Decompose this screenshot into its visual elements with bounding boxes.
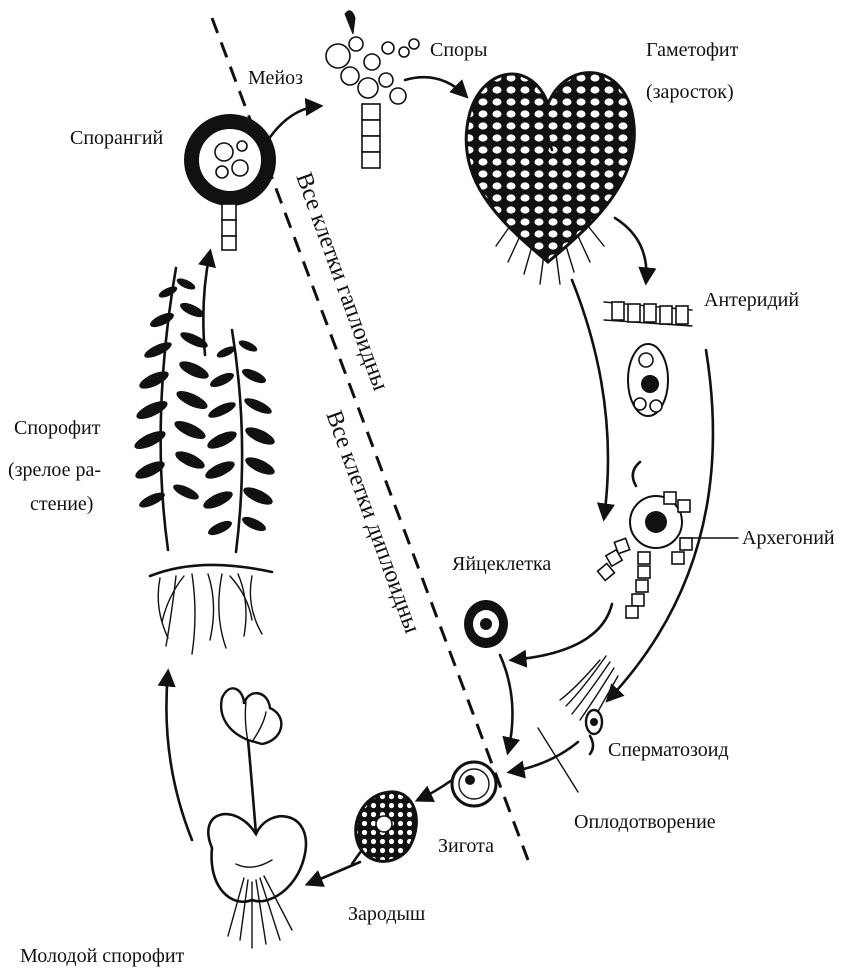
labels: Мейоз Споры Гаметофит (заросток) Споранг… — [8, 39, 835, 967]
label-sporangium: Спорангий — [70, 127, 164, 149]
egg-cell-illustration — [464, 600, 508, 648]
label-meiosis: Мейоз — [248, 67, 303, 89]
label-gametophyte-line1: Гаметофит — [646, 39, 739, 61]
arrow-young-to-mature-sporophyte — [166, 672, 192, 840]
label-young-sporophyte: Молодой спорофит — [20, 945, 185, 967]
label-sporophyte-line3: стение) — [30, 493, 93, 515]
gametophyte-illustration — [466, 73, 634, 284]
arrow-sperm-to-zygote — [510, 742, 578, 772]
arrow-gametophyte-to-antheridium — [615, 218, 646, 282]
arrow-spores-to-gametophyte — [405, 77, 466, 96]
label-sporophyte-line1: Спорофит — [14, 417, 101, 439]
arrow-zygote-to-embryo — [418, 780, 452, 800]
arrow-sporophyte-to-sporangium — [203, 252, 210, 355]
arrow-archegonium-to-egg — [512, 604, 612, 660]
label-sporophyte-line2: (зрелое ра- — [8, 459, 101, 481]
fertilization-pointer — [538, 728, 578, 792]
arrow-egg-to-zygote — [500, 655, 513, 752]
label-egg: Яйцеклетка — [452, 553, 551, 575]
sporangium-illustration — [184, 114, 276, 250]
label-gametophyte-line2: (заросток) — [646, 81, 734, 103]
young-sporophyte-illustration — [208, 688, 306, 948]
label-antheridium: Антеридий — [704, 289, 799, 311]
arrow-embryo-to-young-sporophyte — [308, 862, 360, 884]
embryo-illustration — [352, 792, 416, 864]
label-spores: Споры — [430, 39, 487, 61]
archegonium-illustration — [598, 462, 692, 618]
antheridium-illustration — [604, 302, 692, 416]
label-zygote: Зигота — [438, 835, 494, 857]
label-archegonium: Архегоний — [742, 527, 835, 549]
label-embryo: Зародыш — [348, 903, 426, 925]
label-sperm: Сперматозоид — [608, 739, 729, 761]
arrow-sporangium-to-spores — [268, 106, 320, 140]
label-diploid: Все клетки диплоидны — [320, 407, 425, 637]
label-fertilization: Оплодотворение — [574, 811, 716, 833]
arrow-gametophyte-to-archegonium — [572, 280, 608, 518]
zygote-illustration — [452, 762, 496, 806]
spores-illustration — [326, 11, 419, 168]
